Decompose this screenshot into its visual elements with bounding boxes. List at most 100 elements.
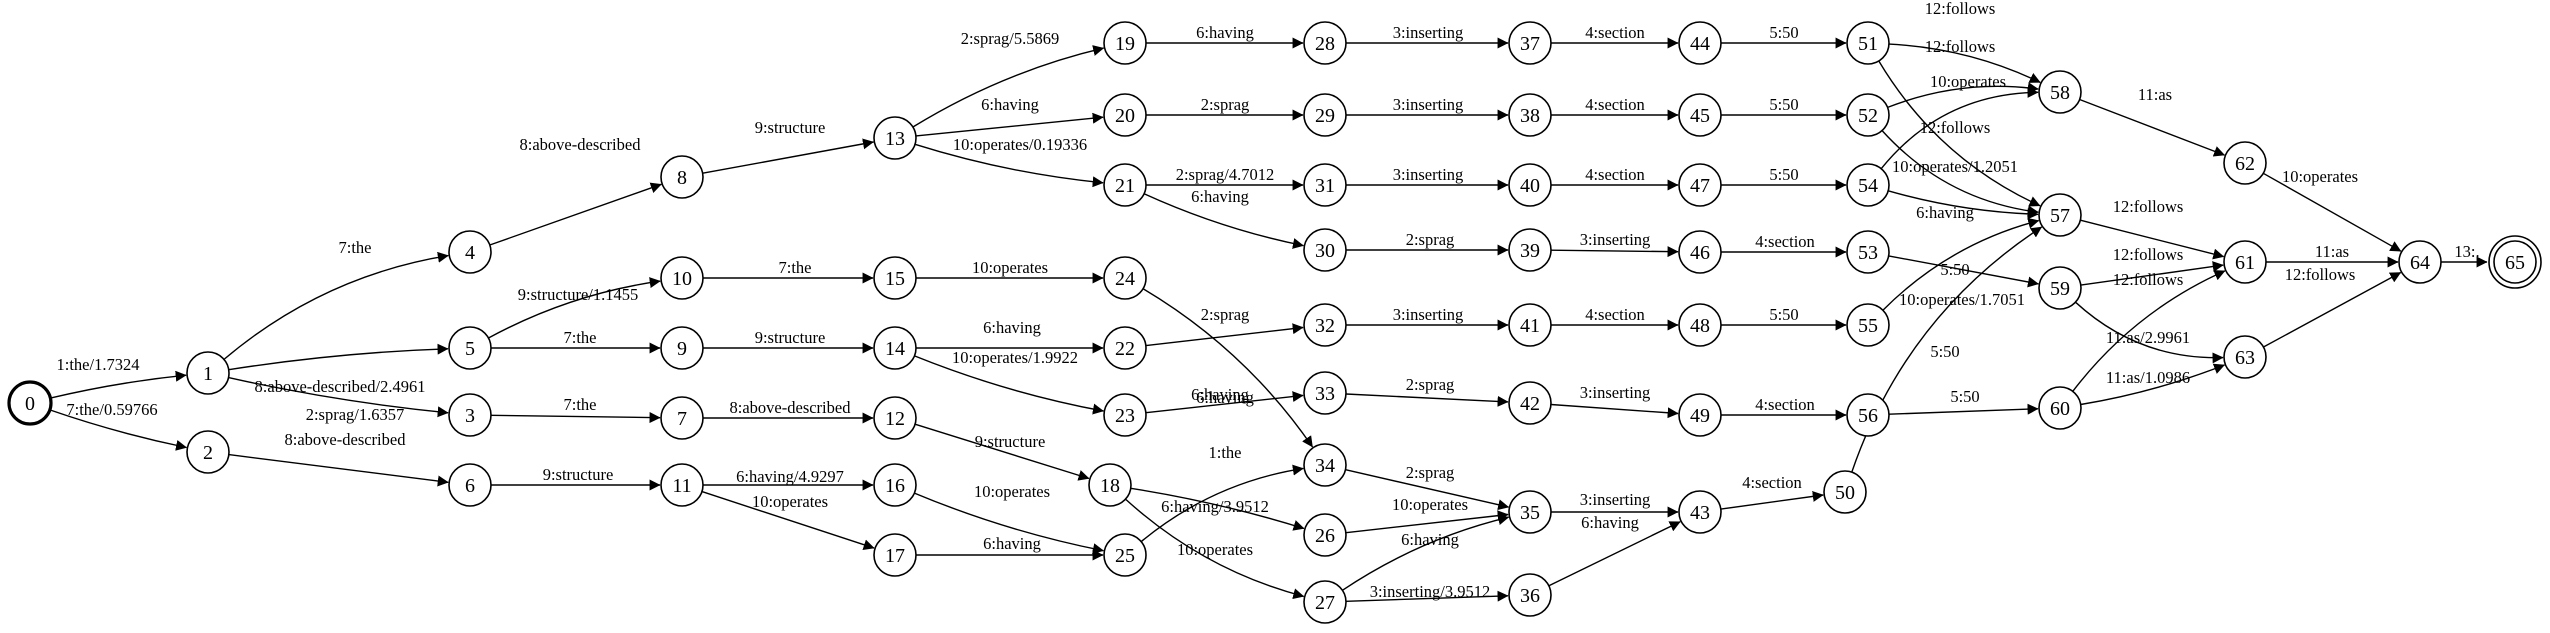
edge-14-23 [914,355,1104,415]
state-node-38: 38 [1508,93,1552,137]
state-label: 42 [1520,393,1540,415]
state-circle [1303,513,1347,557]
state-label: 4 [465,242,475,264]
state-label: 27 [1315,592,1335,614]
state-circle [1103,533,1147,577]
state-node-24: 24 [1103,256,1147,300]
edge-11-17 [701,490,875,551]
state-circle [873,463,917,507]
state-node-18: 18 [1088,463,1132,507]
state-label: 49 [1690,405,1710,427]
state-label: 17 [885,545,905,567]
state-node-23: 23 [1103,393,1147,437]
edge-53-59 [1888,255,2039,288]
edge-label-18-26: 6:having/3.9512 [1161,497,1269,516]
state-circle [186,430,230,474]
state-label: 40 [1520,175,1540,197]
edge-labels-layer: 1:the/1.73247:the/0.597667:the8:above-de… [57,0,2480,601]
edge-label-42-49: 3:inserting [1580,383,1651,402]
edge-label-36-43: 6:having [1581,513,1639,532]
state-label: 18 [1100,475,1120,497]
state-label: 43 [1690,502,1710,524]
edge-label-2-6: 8:above-described [285,430,407,449]
edge-label-30-39: 2:sprag [1406,230,1455,249]
state-circle [1846,393,1890,437]
state-label: 13 [885,128,905,150]
state-label: 8 [677,167,687,189]
edge-label-32-41: 3:inserting [1393,305,1464,324]
state-node-64: 64 [2398,240,2442,284]
state-circle [1508,573,1552,617]
state-circle [660,326,704,370]
state-label: 46 [1690,242,1710,264]
edge-label-47-54: 5:50 [1769,165,1798,184]
state-node-40: 40 [1508,163,1552,207]
state-label: 63 [2235,347,2255,369]
state-circle [660,463,704,507]
state-circle [186,351,230,395]
state-circle [1508,381,1552,425]
start-state-circle [7,380,53,426]
edge-label-29-38: 3:inserting [1393,95,1464,114]
state-circle [1846,303,1890,347]
state-node-60: 60 [2038,386,2082,430]
state-label: 2 [203,442,213,464]
edge-label-10-15: 7:the [779,258,812,277]
edge-27-35 [1342,514,1510,591]
state-circle [1303,21,1347,65]
state-node-61: 61 [2223,240,2267,284]
edge-label-11-17: 10:operates [752,492,828,511]
edge-label-6-11: 9:structure [543,465,614,484]
state-label: 5 [465,338,475,360]
state-circle [2223,141,2267,185]
edge-62-64 [2262,172,2402,252]
edge-label-21-31: 2:sprag/4.7012 [1176,165,1275,184]
edge-34-35 [1345,469,1510,511]
state-circle [1303,303,1347,347]
state-circle [1088,463,1132,507]
state-circle [2223,240,2267,284]
state-circle [1678,230,1722,274]
state-circle [1846,230,1890,274]
edge-label-62-64: 10:operates [2282,167,2358,186]
state-node-4: 4 [448,230,492,274]
state-node-41: 41 [1508,303,1552,347]
state-node-46: 46 [1678,230,1722,274]
state-circle [1303,163,1347,207]
state-circle [1846,21,1890,65]
edge-60-61 [2072,270,2226,392]
state-circle [1103,93,1147,137]
state-label: 7 [677,408,687,430]
edge-63-64 [2263,271,2402,348]
edge-23-33 [1145,391,1304,414]
edge-54-58 [1880,86,2039,170]
edge-label-40-47: 4:section [1585,165,1645,184]
state-label: 22 [1115,338,1135,360]
state-label: 9 [677,338,687,360]
edge-57-61 [2080,219,2225,260]
state-label: 59 [2050,278,2070,300]
edge-label-4-8: 8:above-described [520,135,642,154]
state-circle [2493,240,2537,284]
state-label: 15 [885,268,905,290]
edge-label-5-9: 7:the [564,328,597,347]
state-circle [873,396,917,440]
edge-27-36 [1345,590,1509,602]
state-node-33: 33 [1303,371,1347,415]
state-label: 48 [1690,315,1710,337]
edge-label-19-28: 6:having [1196,23,1254,42]
state-circle [660,155,704,199]
state-node-52: 52 [1846,93,1890,137]
edge-label-63-64: 12:follows [2285,265,2356,284]
edge-0-1 [50,370,187,399]
state-circle [1823,470,1867,514]
state-circle [1508,163,1552,207]
state-label: 61 [2235,252,2255,274]
edge-label-13-19: 2:sprag/5.5869 [961,29,1060,48]
edge-label-14-23: 10:operates/1.9922 [952,348,1078,367]
state-node-29: 29 [1303,93,1347,137]
state-node-14: 14 [873,326,917,370]
state-node-54: 54 [1846,163,1890,207]
state-node-50: 50 [1823,470,1867,514]
